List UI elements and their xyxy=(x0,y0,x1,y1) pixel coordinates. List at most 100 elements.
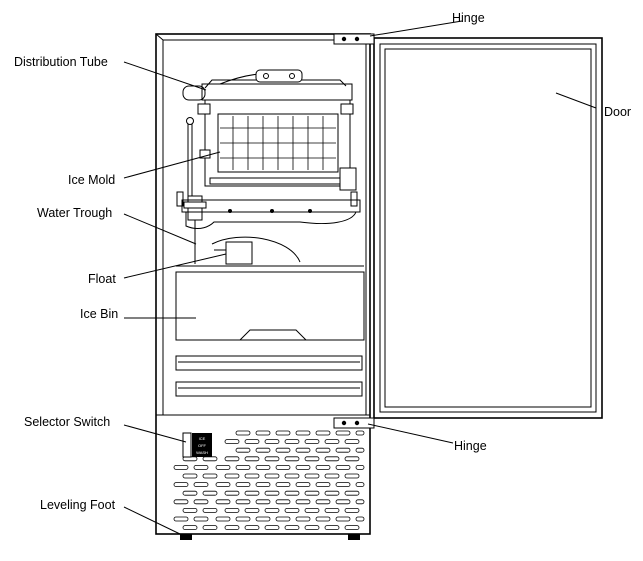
grille-slot xyxy=(355,482,365,488)
grille-slot xyxy=(182,473,198,479)
label-door: Door xyxy=(604,105,631,119)
grille-slot xyxy=(244,507,260,513)
grille-slot xyxy=(344,473,360,479)
grille-slot xyxy=(304,456,320,462)
door xyxy=(373,37,603,419)
grille-slot xyxy=(264,507,280,513)
grille-slot xyxy=(235,516,251,522)
grille-slot xyxy=(284,439,300,445)
grille-slot xyxy=(244,439,260,445)
grille-slot xyxy=(173,499,189,505)
grille-slot xyxy=(295,447,311,453)
grille-slot xyxy=(324,525,340,530)
grille-slot xyxy=(344,439,360,445)
grille-slot xyxy=(202,507,218,513)
grille-slot xyxy=(235,499,251,505)
callout-labels: Hinge Distribution Tube Door Ice Mold Wa… xyxy=(14,11,631,512)
grille-slot xyxy=(244,490,260,496)
grille-slot xyxy=(202,490,218,496)
leader-float xyxy=(123,253,227,279)
shelf-upper xyxy=(175,355,363,371)
grille-slot xyxy=(193,499,209,505)
grille-slot xyxy=(235,447,251,453)
grille-slot xyxy=(355,447,365,453)
leader-selector-switch xyxy=(123,424,187,443)
grille-slot xyxy=(304,490,320,496)
grille-slot xyxy=(182,525,198,530)
grille-slot xyxy=(315,482,331,488)
grille-slot xyxy=(255,430,271,436)
label-selector-switch: Selector Switch xyxy=(24,415,110,429)
grille-slot xyxy=(224,456,240,462)
grille-slot xyxy=(264,456,280,462)
grille-slot xyxy=(202,456,218,462)
grille-slot xyxy=(244,456,260,462)
grille-slot xyxy=(295,499,311,505)
grille-slot xyxy=(344,507,360,513)
grille-slot xyxy=(173,482,189,488)
grille-slot xyxy=(304,507,320,513)
grille-slot xyxy=(355,464,365,470)
grille-slot xyxy=(275,499,291,505)
grille-slot xyxy=(202,525,218,530)
grille-slot xyxy=(193,464,209,470)
grille-slot xyxy=(255,499,271,505)
selector-switch: ICE OFF WASH xyxy=(182,432,212,458)
grille-slot xyxy=(284,507,300,513)
grille-slot xyxy=(355,430,365,436)
grille-slot xyxy=(173,516,189,522)
grille-slot xyxy=(182,490,198,496)
valve-fitting xyxy=(176,191,358,264)
grille-slot xyxy=(324,456,340,462)
grille-slot xyxy=(215,499,231,505)
grille-slot xyxy=(324,439,340,445)
grille-slot xyxy=(284,456,300,462)
grille-slot xyxy=(295,464,311,470)
leader-water-trough xyxy=(123,213,197,245)
label-hinge-top: Hinge xyxy=(452,11,485,25)
distribution-tube xyxy=(182,69,353,101)
leader-door xyxy=(555,92,597,109)
grille-slot xyxy=(264,490,280,496)
label-ice-mold: Ice Mold xyxy=(68,173,115,187)
leader-ice-mold xyxy=(123,151,221,179)
grille-slot xyxy=(275,516,291,522)
grille-slot xyxy=(284,490,300,496)
grille-slot xyxy=(295,482,311,488)
ice-mold xyxy=(197,99,357,191)
leader-hinge-top xyxy=(369,20,463,37)
grille-slot xyxy=(304,525,320,530)
grille-slot xyxy=(235,464,251,470)
grille-slot xyxy=(255,482,271,488)
grille-slot xyxy=(275,482,291,488)
water-line xyxy=(186,117,194,201)
grille-slot xyxy=(324,490,340,496)
ice-mold-grid xyxy=(220,116,336,170)
grille-slot xyxy=(193,482,209,488)
switch-off-label: OFF xyxy=(198,443,207,448)
grille-slot xyxy=(335,482,351,488)
switch-wash-label: WASH xyxy=(196,450,208,455)
grille-slot xyxy=(235,430,251,436)
grille-slot xyxy=(284,473,300,479)
grille-slot xyxy=(215,516,231,522)
grille-slot xyxy=(264,439,280,445)
grille-slot xyxy=(275,464,291,470)
leader-leveling-foot xyxy=(123,506,181,535)
label-distribution-tube: Distribution Tube xyxy=(14,55,108,69)
label-hinge-bottom: Hinge xyxy=(454,439,487,453)
grille-slot xyxy=(224,439,240,445)
grille-slot xyxy=(224,473,240,479)
grille-slot xyxy=(344,456,360,462)
shelf-lower xyxy=(175,381,363,397)
grille-slot xyxy=(244,525,260,530)
grille-slot xyxy=(344,490,360,496)
label-leveling-foot: Leveling Foot xyxy=(40,498,116,512)
grille-slot xyxy=(264,525,280,530)
grille-slot xyxy=(295,430,311,436)
grille-slot xyxy=(355,499,365,505)
grille-slot xyxy=(304,473,320,479)
grille-slot xyxy=(224,507,240,513)
grille-slot xyxy=(255,516,271,522)
